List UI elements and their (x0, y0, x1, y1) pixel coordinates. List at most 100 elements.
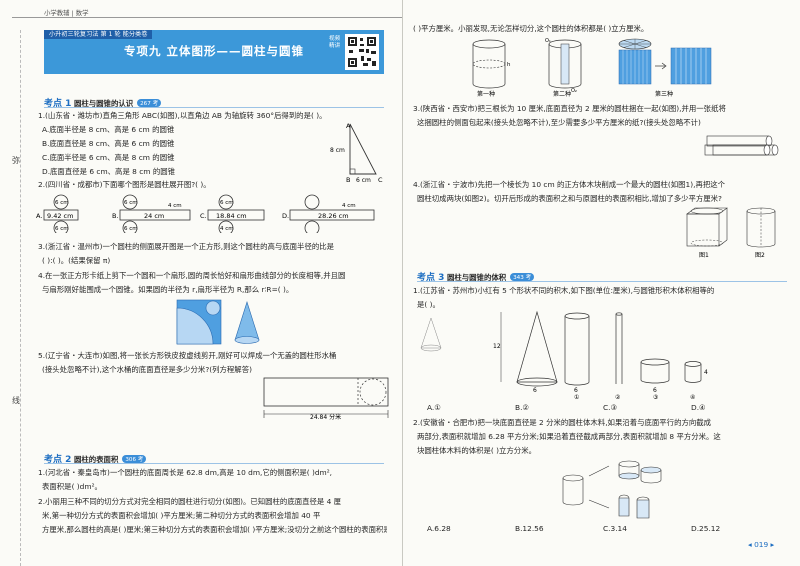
q5-line-1: 5.(辽宁省・大连市)如图,将一张长方形铁皮按虚线剪开,刚好可以焊成一个无盖的圆… (38, 351, 337, 360)
q1-option-b[interactable]: B.底面直径是 8 cm、高是 6 cm 的圆锥 (42, 139, 175, 148)
q2-nets-figure: 6 cm A. 9.42 cm 6 cm 6 cm 4 cm B. 24 cm … (36, 194, 375, 233)
qr-code-icon[interactable] (345, 34, 379, 70)
r-t3q2-opt-a[interactable]: A.6.28 (427, 524, 451, 533)
r-t3q2-opt-b[interactable]: B.12.56 (515, 524, 544, 533)
q5-line-2: (接头处忽略不计),这个水桶的底面直径是多少分米?(列方程解答) (42, 365, 252, 374)
ribbon: 小升初三轮复习法 第 1 轮 能分类卷 (44, 30, 153, 39)
q2-a-letter[interactable]: A. (36, 212, 42, 220)
q1-fig-c: C (378, 176, 383, 184)
mark-1: ① (574, 394, 579, 400)
right-page: ( )平方厘米。小丽发现,无论怎样切分,这个圆柱的体积都是( )立方厘米。 h … (402, 0, 800, 566)
r-q4-figures: 图1 图2 (686, 207, 776, 259)
q2-a-value: 9.42 cm (47, 212, 73, 220)
topic-rule-2 (44, 463, 384, 464)
cone-d: 6 (533, 387, 537, 394)
r-t3q2-line-3: 块圆柱体木料的体积是( )立方分米。 (417, 446, 536, 455)
q2-d-letter[interactable]: D. (282, 212, 289, 220)
margin-char-2: 线 (12, 396, 20, 405)
q1-triangle-figure: A B C 8 cm 6 cm (330, 122, 383, 184)
q2-b-value: 24 cm (144, 212, 164, 220)
q5-fig-label: 24.84 分米 (310, 413, 341, 421)
mark-4: ④ (690, 394, 695, 400)
r-t3q1-opt-a[interactable]: A.① (427, 403, 441, 412)
r-t3q1-line-1: 1.(江苏省・苏州市)小红有 5 个形状不同的积木,如下图(单位:厘米),与圆锥… (413, 286, 715, 295)
q2-d-value: 28.26 cm (318, 212, 349, 220)
r-q4-line-2: 圆柱切成两块(如图2)。切开后形成的表面积之和与原圆柱的表面积相比,增加了多少平… (417, 194, 722, 203)
r-t3q1-opt-b[interactable]: B.② (515, 403, 530, 412)
r-q4-line-1: 4.(浙江省・宁波市)先把一个棱长为 10 cm 的正方体木块削成一个最大的圆柱… (413, 180, 726, 189)
q2-b-bottom: 6 cm (124, 226, 138, 232)
q2-b-top: 6 cm (124, 200, 138, 206)
topic-2-badge: 306 考 (122, 455, 147, 463)
t2q2-line-2: 米,第一种切分方式的表面积会增加( )平方厘米;第二种切分方式的表面积会增加 4… (42, 511, 321, 520)
r-q3-line-2: 这捆圆柱的侧面包起来(接头处忽略不计),至少需要多少平方厘米的纸?(接头处忽略不… (417, 118, 701, 127)
cont-line: ( )平方厘米。小丽发现,无论怎样切分,这个圆柱的体积都是( )立方厘米。 (413, 24, 649, 33)
topic-3-badge: 343 考 (510, 273, 535, 281)
page-number: ◂ 019 ▸ (748, 540, 775, 549)
r-q3-logs-figure (704, 135, 779, 156)
r-t3q2-opt-d[interactable]: D.25.12 (691, 524, 721, 533)
fig2-label: 图2 (755, 252, 765, 259)
cut-label-third: 第三种 (655, 90, 673, 98)
r-t3q1-opt-d[interactable]: D.④ (691, 403, 706, 412)
q1-fig-b: B (346, 176, 350, 184)
r-q3-line-1: 3.(陕西省・西安市)把三根长为 10 厘米,底面直径为 2 厘米的圆柱捆在一起… (413, 104, 726, 113)
chapter-title: 专项九 立体图形——圆柱与圆锥 (124, 44, 305, 58)
topic-rule (44, 107, 384, 108)
q2-c-value: 18.84 cm (216, 212, 247, 220)
q1-fig-a: A (346, 122, 351, 130)
q1-option-a[interactable]: A.底面半径是 8 cm、高是 6 cm 的圆锥 (42, 125, 175, 134)
q2-d-side: 4 cm (342, 203, 356, 209)
q4-figure (176, 299, 260, 345)
r-t3q1-opt-c[interactable]: C.③ (603, 403, 618, 412)
margin-char-1: 弥 (12, 156, 20, 165)
q2-c-bottom: 4 cm (220, 226, 234, 232)
left-page: 小学教辅 | 数学 弥 线 专项九 立体图形——圆柱与圆锥 视频精讲 小升初三轮… (0, 0, 402, 566)
cyl1-d: 6 (574, 387, 578, 394)
fig1-label: 图1 (699, 252, 709, 259)
r-t3q2-line-1: 2.(安徽省・合肥市)把一块底面直径是 2 分米的圆柱体木料,如果沿着与底面平行… (413, 418, 712, 427)
binding-line (20, 30, 21, 566)
chapter-banner: 专项九 立体图形——圆柱与圆锥 视频精讲 (44, 30, 384, 74)
r-t3q2-figure (562, 460, 662, 519)
q3-line-2: ( ):( )。(结果保留 π) (42, 256, 111, 265)
q1-stem: 1.(山东省・潍坊市)直角三角形 ABC(如图),以直角边 AB 为轴旋转 36… (38, 111, 327, 120)
cut-o1-label: O₁ (545, 38, 551, 44)
r-t3q1-line-2: 是( )。 (417, 300, 440, 309)
q1-fig-h: 8 cm (330, 147, 345, 154)
cut-h-label: h (507, 62, 511, 68)
r-t3q2-line-2: 两部分,表面积就增加 6.28 平方分米;如果沿着直径截成两部分,表面积就增加 … (417, 432, 721, 441)
q4-line-1: 4.在一张正方形卡纸上剪下一个圆和一个扇形,圆的周长恰好和扇形曲线部分的长度相等… (38, 271, 346, 280)
r-t3q2-opt-c[interactable]: C.3.14 (603, 524, 627, 533)
cyl3-d: 6 (653, 387, 657, 394)
q2-b-side: 4 cm (168, 203, 182, 209)
t2q2-line-1: 2.小丽用三种不同的切分方式对完全相同的圆柱进行切分(如图)。已知圆柱的底面直径… (38, 497, 342, 506)
t2q2-line-3: 方厘米,那么圆柱的高是( )厘米;第三种切分方式的表面积会增加( )平方厘米;没… (42, 525, 387, 534)
cut-label-second: 第二种 (553, 90, 571, 98)
q1-option-d[interactable]: D.底面直径是 6 cm、高是 8 cm 的圆锥 (42, 167, 176, 176)
mark-2: ② (615, 394, 621, 400)
topic-1-badge: 267 考 (137, 99, 162, 107)
q2-c-top: 6 cm (220, 200, 234, 206)
q2-stem: 2.(四川省・成都市)下面哪个图形是圆柱展开图?( )。 (38, 180, 211, 189)
q4-line-2: 与扇形刚好能围成一个圆锥。如果圆的半径为 r,扇形半径为 R,那么 r∶R=( … (42, 285, 294, 294)
page-header: 小学教辅 | 数学 (44, 9, 89, 17)
q2-c-letter[interactable]: C. (200, 212, 207, 220)
q3-line-1: 3.(浙江省・温州市)一个圆柱的侧面展开图是一个正方形,则这个圆柱的高与底面半径… (38, 242, 335, 251)
cut-label-first: 第一种 (477, 90, 495, 98)
header-rule (12, 17, 402, 18)
cyl4-h: 4 (704, 369, 708, 376)
topic-rule-3 (417, 281, 787, 282)
q2-b-letter[interactable]: B. (112, 212, 119, 220)
q1-option-c[interactable]: C.底面半径是 6 cm、高是 8 cm 的圆锥 (42, 153, 175, 162)
q2-a-bottom: 6 cm (55, 226, 69, 232)
cut-methods-figure: h 第一种 O₁ O₂ 第二种 (472, 38, 712, 98)
q2-a-top: 6 cm (55, 200, 69, 206)
cut-o2-label: O₂ (571, 88, 577, 94)
mark-3: ③ (653, 394, 658, 400)
cone-h: 12 (493, 343, 501, 350)
